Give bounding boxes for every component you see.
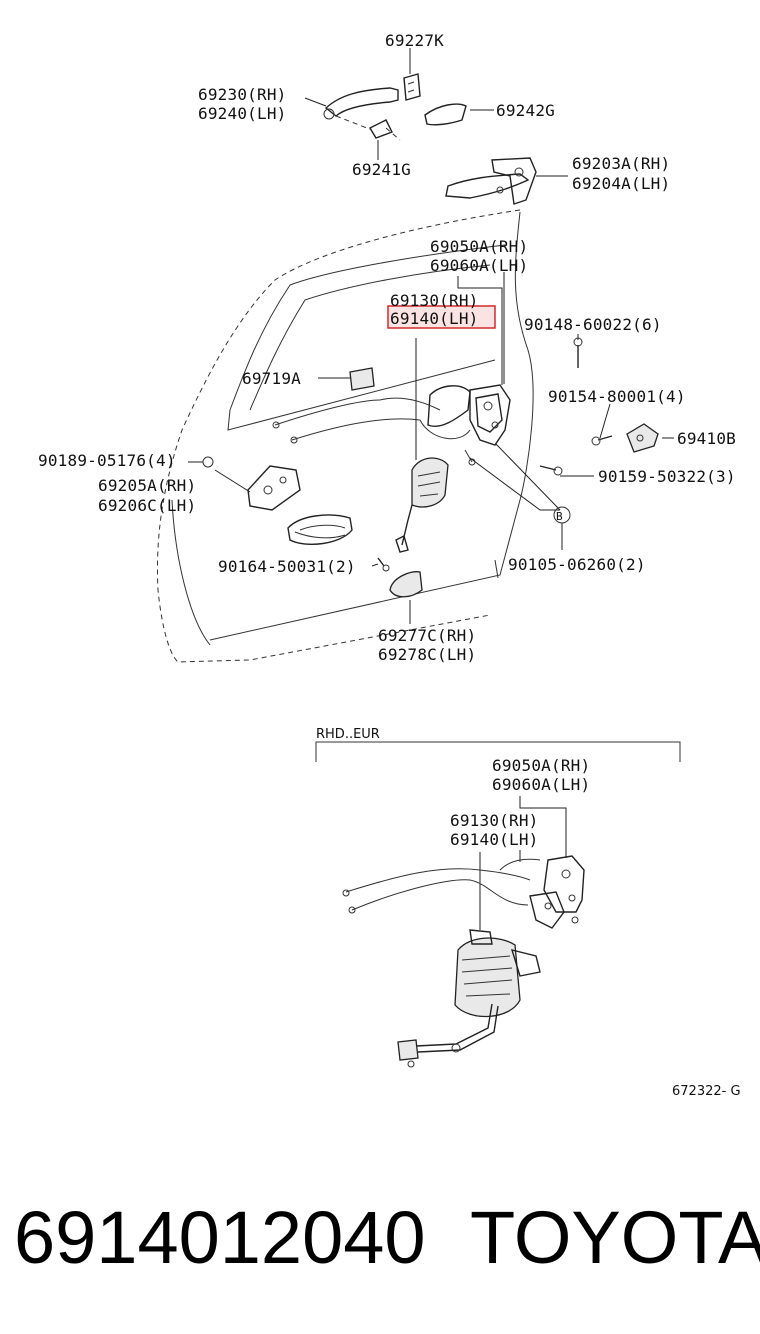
handle-cover [389, 571, 423, 598]
label-b: B [556, 510, 563, 523]
label-69227K: 69227K [385, 31, 444, 50]
figure-code: 672322- G [672, 1084, 741, 1099]
label-69241G: 69241G [352, 160, 411, 179]
inset-rhd-eur: RHD..EUR 69050A(RH) 69060A(LH) 69130(RH)… [315, 727, 681, 1068]
outside-handle-assembly [323, 73, 537, 205]
label-90148-60022: 90148-60022(6) [524, 315, 662, 334]
inset-title: RHD..EUR [316, 727, 380, 742]
label-69719A: 69719A [242, 369, 301, 388]
label-90154-80001: 90154-80001(4) [548, 387, 686, 406]
inset-label-69060A-lh: 69060A(LH) [492, 775, 590, 794]
brand-name: TOYOTA [470, 1196, 760, 1279]
label-69230-rh: 69230(RH) [198, 85, 287, 104]
leader-lines [188, 48, 674, 624]
inset-label-69130-rh: 69130(RH) [450, 811, 539, 830]
door-lock-assembly [272, 384, 511, 466]
label-69278C-lh: 69278C(LH) [378, 645, 476, 664]
label-69277C-rh: 69277C(RH) [378, 626, 476, 645]
label-69060A-lh: 69060A(LH) [430, 256, 528, 275]
label-69203A-rh: 69203A(RH) [572, 154, 670, 173]
label-69205A-rh: 69205A(RH) [98, 476, 196, 495]
inside-handle [287, 514, 353, 545]
inset-label-69140-lh: 69140(LH) [450, 830, 539, 849]
lock-actuator [395, 338, 449, 553]
label-69206C-lh: 69206C(LH) [98, 496, 196, 515]
label-69242G: 69242G [496, 101, 555, 120]
door-outline [157, 209, 534, 663]
highlight-box [387, 305, 496, 329]
label-90189-05176: 90189-05176(4) [38, 451, 176, 470]
footer-caption: 6914012040 TOYOTA [0, 1185, 760, 1285]
reference-b-circle [553, 506, 571, 524]
label-69240-lh: 69240(LH) [198, 104, 287, 123]
label-90164-50031: 90164-50031(2) [218, 557, 356, 576]
label-90159-50322: 90159-50322(3) [598, 467, 736, 486]
fasteners [202, 337, 659, 572]
inside-handle-bracket [247, 465, 301, 511]
label-69204A-lh: 69204A(LH) [572, 174, 670, 193]
window-bracket [349, 367, 375, 391]
label-69140-lh: 69140(LH) [390, 309, 479, 328]
label-69130-rh: 69130(RH) [390, 291, 479, 310]
label-69410B: 69410B [677, 429, 736, 448]
label-69050A-rh: 69050A(RH) [430, 237, 528, 256]
part-number: 6914012040 [14, 1196, 426, 1279]
inset-label-69050A-rh: 69050A(RH) [492, 756, 590, 775]
label-90105-06260: 90105-06260(2) [508, 555, 646, 574]
